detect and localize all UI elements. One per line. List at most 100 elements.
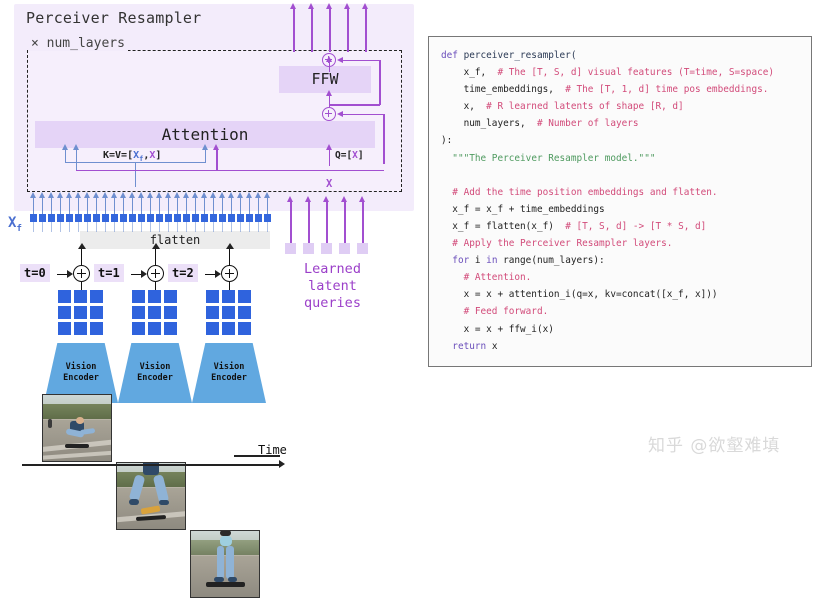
xf-up-arrow [102, 192, 108, 198]
xf-up-arrow [174, 192, 180, 198]
xf-token [210, 214, 217, 222]
xf-drop-line [96, 222, 98, 232]
attention-block: Attention [35, 121, 375, 148]
xf-drop-line [69, 222, 71, 232]
kv-label: K=V=[Xf,X] [103, 150, 162, 163]
code-token: # Number of layers [536, 118, 639, 130]
xf-drop-line [150, 222, 152, 232]
time-axis-line [22, 464, 280, 466]
image-patch [58, 306, 71, 319]
xf-token [120, 214, 127, 222]
xf-token [237, 214, 244, 222]
time-axis-arrow [279, 460, 285, 468]
image-patch [148, 322, 161, 335]
xf-up-arrow [84, 192, 90, 198]
code-token: # R learned latents of shape [R, d] [486, 101, 684, 113]
xf-token [66, 214, 73, 222]
time-add-0 [73, 265, 90, 282]
kv-label-xf: X [133, 150, 140, 161]
xf-drop-line [267, 222, 269, 232]
image-patch [222, 322, 235, 335]
xf-token [39, 214, 46, 222]
q-label: Q=[X] [335, 150, 364, 161]
xf-up-line [87, 196, 89, 214]
code-token: # Add the time position embeddings and f… [452, 186, 718, 198]
latent-query-arrow [305, 196, 311, 202]
code-line: ): [441, 132, 799, 149]
x-residual-label: X [326, 178, 333, 190]
image-patch [222, 290, 235, 303]
xf-up-arrow [183, 192, 189, 198]
code-token: # Attention. [463, 272, 532, 284]
xf-up-arrow [219, 192, 225, 198]
flatten-bar: flatten [80, 231, 270, 249]
xf-up-line [168, 196, 170, 214]
xf-token [264, 214, 271, 222]
time-add-1 [147, 265, 164, 282]
attention-label: Attention [161, 125, 249, 144]
xf-token [84, 214, 91, 222]
code-line: """The Perceiver Resampler model.""" [441, 150, 799, 167]
xf-up-arrow [30, 192, 36, 198]
xf-up-arrow [111, 192, 117, 198]
xf-up-arrow [120, 192, 126, 198]
xf-token [129, 214, 136, 222]
xf-token [48, 214, 55, 222]
image-patch [90, 290, 103, 303]
xf-token [174, 214, 181, 222]
xf-up-arrow [57, 192, 63, 198]
learned-latent-queries-line: queries [304, 295, 361, 311]
xf-up-line [105, 196, 107, 214]
xf-drop-line [51, 222, 53, 232]
time-label-1: t=1 [94, 264, 124, 282]
latent-query-arrow [323, 196, 329, 202]
code-token: return [452, 340, 492, 352]
code-token: i [474, 255, 487, 267]
image-patch [164, 306, 177, 319]
code-token [441, 272, 464, 283]
code-line: # Attention. [441, 269, 799, 286]
xf-up-line [186, 196, 188, 214]
image-patch [132, 306, 145, 319]
xf-drop-line [258, 222, 260, 232]
xf-up-arrow [156, 192, 162, 198]
xf-drop-line [78, 222, 80, 232]
xf-token [228, 214, 235, 222]
ffw-block: FFW [279, 66, 371, 93]
xf-token [156, 214, 163, 222]
xf-drop-line [168, 222, 170, 232]
xf-drop-line [33, 222, 35, 232]
code-token [441, 341, 452, 352]
xf-up-arrow [264, 192, 270, 198]
xf-token [219, 214, 226, 222]
image-patch [238, 306, 251, 319]
code-token: # The [T, 1, d] time pos embeddings. [565, 84, 769, 96]
xf-drop-line [123, 222, 125, 232]
xf-up-line [267, 196, 269, 214]
code-token: x, [441, 101, 487, 113]
xf-token [93, 214, 100, 222]
video-frame-0 [42, 394, 112, 462]
xf-up-line [78, 196, 80, 214]
code-line: num_layers, # Number of layers [441, 115, 799, 132]
xf-token [192, 214, 199, 222]
xf-token [246, 214, 253, 222]
latent-query-token [321, 243, 332, 254]
time-add-2 [221, 265, 238, 282]
xf-up-arrow [255, 192, 261, 198]
image-patch [238, 290, 251, 303]
num-layers-label: × num_layers [28, 36, 128, 51]
xf-up-arrow [192, 192, 198, 198]
code-token: # Feed forward. [463, 306, 549, 318]
image-patch [132, 290, 145, 303]
code-token: x = x + attention_i(q=x, kv=concat([x_f,… [441, 289, 718, 301]
time-label-0: t=0 [20, 264, 50, 282]
time-label-2: t=2 [168, 264, 198, 282]
xf-up-arrow [48, 192, 54, 198]
xf-up-line [222, 196, 224, 214]
xf-token [201, 214, 208, 222]
code-token: x [491, 340, 498, 352]
